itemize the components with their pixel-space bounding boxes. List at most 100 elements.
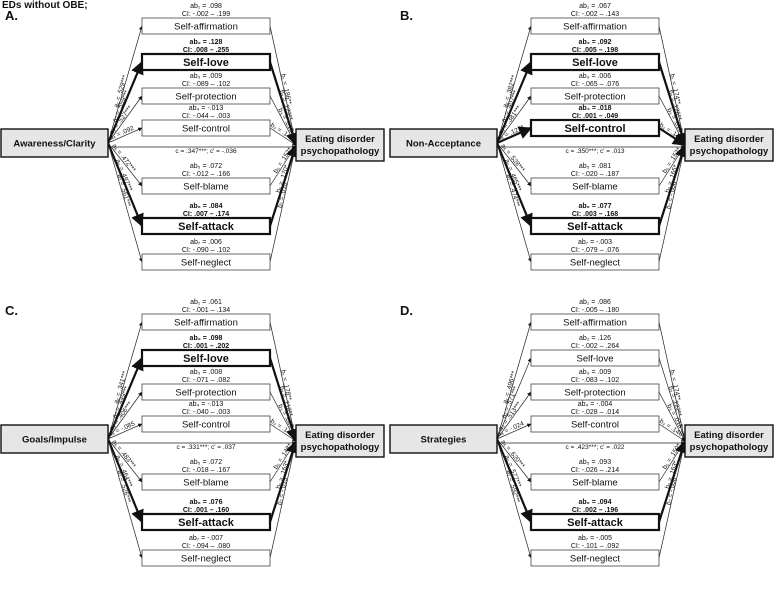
- a-path-self-affirmation: [496, 321, 532, 440]
- panel-d-diagram: a₁ = .496***b₁ = .174**a₂ = .571***b₂ = …: [389, 299, 774, 567]
- mediator-box-self-affirmation: [530, 313, 660, 331]
- predictor-box: [389, 128, 498, 158]
- mediator-box-self-neglect: [141, 549, 271, 567]
- indirect-ci-self-affirmation: CI: -.001 – .134: [182, 307, 230, 314]
- indirect-effect-self-neglect: ab₇ = -.005: [578, 535, 612, 542]
- indirect-effect-self-affirmation: ab₁ = .086: [579, 299, 611, 306]
- panel-b-label: B.: [400, 8, 413, 23]
- indirect-ci-self-control: CI: -.044 – .003: [182, 113, 230, 120]
- mediator-label-self-love: Self-love: [183, 353, 229, 365]
- indirect-effect-self-neglect: ab₇ = .006: [190, 239, 222, 246]
- mediator-box-self-affirmation: [141, 17, 271, 35]
- indirect-ci-self-control: CI: -.040 – .003: [182, 409, 230, 416]
- mediator-box-self-love: [140, 348, 272, 368]
- indirect-effect-self-protection: ab₃ = .006: [579, 73, 611, 80]
- direct-coef-c: c = .423***; c′ = .022: [565, 444, 624, 451]
- a-path-self-attack: [495, 438, 533, 524]
- a-path-self-neglect: [107, 438, 143, 559]
- mediator-box-self-love: [140, 52, 272, 72]
- mediator-box-self-neglect: [141, 253, 271, 271]
- a-path-self-blame: [496, 438, 532, 483]
- mediator-box-self-blame: [530, 177, 660, 195]
- a-path-self-control: [107, 127, 143, 144]
- mediator-label-self-love: Self-love: [577, 354, 614, 365]
- a-path-self-love: [106, 60, 144, 144]
- b-path-self-attack: [268, 143, 299, 227]
- mediator-box-self-blame: [141, 473, 271, 491]
- indirect-effect-self-love: ab₂ = .128: [190, 39, 223, 46]
- a-path-self-attack: [106, 438, 144, 524]
- outcome-box: [684, 424, 774, 458]
- a-path-self-affirmation: [107, 321, 143, 440]
- mediator-label-self-control: Self-control: [182, 420, 230, 431]
- b-path-self-attack: [268, 439, 299, 523]
- indirect-ci-self-blame: CI: -.018 – .167: [182, 467, 230, 474]
- indirect-effect-self-control: ab₄ = -.013: [189, 401, 224, 408]
- mediator-box-self-affirmation: [530, 17, 660, 35]
- mediator-label-self-blame: Self-blame: [572, 478, 617, 489]
- indirect-effect-self-blame: ab₅ = .093: [579, 459, 611, 466]
- mediator-label-self-attack: Self-attack: [567, 517, 624, 529]
- direct-coef-c: c = .347***; c′ = -.036: [175, 148, 237, 155]
- a-path-self-love: [496, 357, 532, 440]
- predictor-box: [389, 424, 498, 454]
- predictor-label: Non-Acceptance: [406, 139, 481, 150]
- a-path-self-neglect: [107, 142, 143, 263]
- mediator-label-self-blame: Self-blame: [183, 182, 228, 193]
- indirect-ci-self-affirmation: CI: -.005 – .180: [571, 307, 619, 314]
- mediator-box-self-control: [529, 118, 661, 138]
- indirect-effect-self-blame: ab₅ = .072: [190, 459, 222, 466]
- indirect-ci-self-love: CI: .008 – .255: [183, 47, 229, 54]
- mediator-box-self-attack: [140, 512, 272, 532]
- mediator-box-self-neglect: [530, 253, 660, 271]
- mediator-label-self-attack: Self-attack: [567, 221, 624, 233]
- indirect-effect-self-love: ab₂ = .098: [190, 335, 223, 342]
- indirect-ci-self-protection: CI: -.071 – .082: [182, 377, 230, 384]
- indirect-effect-self-love: ab₂ = .126: [579, 335, 611, 342]
- mediator-box-self-neglect: [530, 549, 660, 567]
- a-path-self-blame: [496, 142, 532, 187]
- mediator-box-self-protection: [530, 383, 660, 401]
- b-path-self-protection: [658, 391, 686, 442]
- a-path-self-love: [106, 356, 144, 440]
- mediator-box-self-protection: [141, 383, 271, 401]
- mediator-label-self-control: Self-control: [182, 124, 230, 135]
- b-path-self-love: [268, 357, 299, 443]
- indirect-ci-self-neglect: CI: -.101 – .092: [571, 543, 619, 550]
- outcome-label-line1: Eating disorder: [305, 430, 375, 441]
- indirect-effect-self-protection: ab₃ = .009: [190, 73, 222, 80]
- panel-d-label: D.: [400, 303, 413, 318]
- a-path-self-control: [107, 423, 143, 440]
- a-path-self-attack: [106, 142, 144, 228]
- b-path-self-protection: [269, 391, 297, 442]
- indirect-ci-self-attack: CI: .001 – .160: [183, 507, 229, 514]
- b-path-self-affirmation: [269, 25, 298, 146]
- mediator-label-self-affirmation: Self-affirmation: [174, 318, 238, 329]
- indirect-effect-self-attack: ab₆ = .076: [190, 499, 223, 506]
- indirect-effect-self-neglect: ab₇ = -.003: [578, 239, 612, 246]
- indirect-ci-self-blame: CI: -.026 – .214: [571, 467, 619, 474]
- mediator-label-self-protection: Self-protection: [564, 388, 625, 399]
- a-path-self-attack: [495, 142, 533, 228]
- a-path-self-neglect: [496, 142, 532, 263]
- indirect-effect-self-affirmation: ab₁ = .098: [190, 3, 222, 10]
- outcome-box: [295, 424, 385, 458]
- figure-header: EDs without OBE;: [2, 0, 88, 11]
- direct-coef-c: c = .350***; c′ = .013: [565, 148, 624, 155]
- predictor-box: [0, 424, 109, 454]
- a-path-self-neglect: [496, 438, 532, 559]
- mediator-label-self-neglect: Self-neglect: [570, 554, 621, 565]
- b-path-self-affirmation: [658, 321, 687, 442]
- indirect-effect-self-attack: ab₆ = .094: [579, 499, 612, 506]
- outcome-label-line1: Eating disorder: [305, 134, 375, 145]
- indirect-ci-self-attack: CI: .002 – .196: [572, 507, 618, 514]
- indirect-effect-self-neglect: ab₇ = -.007: [189, 535, 223, 542]
- indirect-ci-self-protection: CI: -.083 – .102: [571, 377, 619, 384]
- indirect-effect-self-attack: ab₆ = .084: [190, 203, 223, 210]
- indirect-ci-self-neglect: CI: -.090 – .102: [182, 247, 230, 254]
- outcome-label-line2: psychopathology: [301, 146, 380, 157]
- b-path-self-neglect: [658, 144, 687, 263]
- mediator-box-self-blame: [530, 473, 660, 491]
- mediator-label-self-control: Self-control: [564, 123, 625, 135]
- b-path-self-love: [657, 61, 688, 147]
